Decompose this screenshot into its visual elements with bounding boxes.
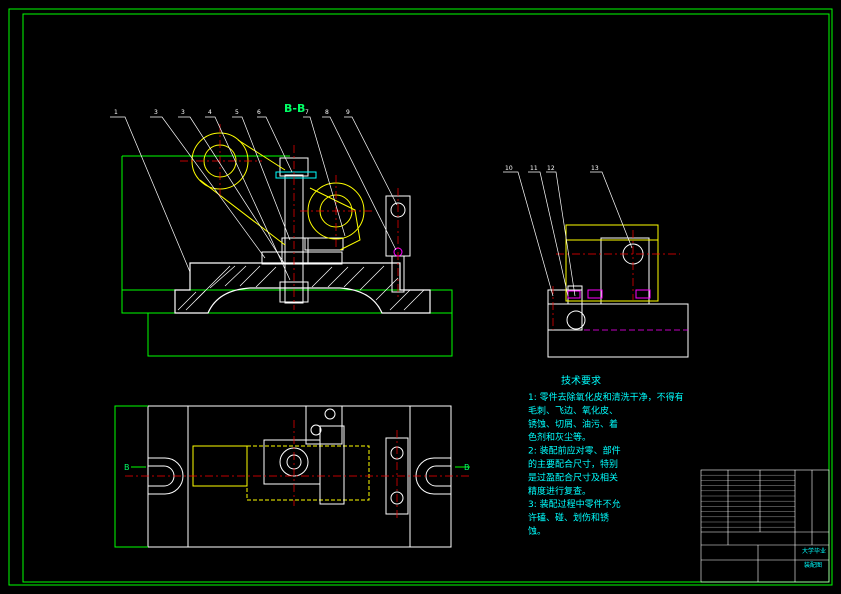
title-block-school: 大学毕业 — [802, 547, 826, 555]
part-number-label: 7 — [305, 109, 309, 116]
note-line: 1: 零件去除氧化皮和清洗干净，不得有 — [528, 391, 684, 403]
part-number-label: 3 — [154, 109, 158, 116]
note-line: 是过盈配合尺寸及相关 — [528, 471, 618, 483]
plan-yellow-block-2 — [246, 445, 370, 501]
part-number-label: 6 — [257, 109, 261, 116]
part-number-label: 3 — [181, 109, 185, 116]
side-view — [547, 224, 689, 358]
part-number-label: 9 — [346, 109, 350, 116]
part-numbers-right: 10 11 12 13 — [505, 165, 599, 172]
side-phantom-block — [565, 224, 659, 302]
boss — [261, 251, 343, 265]
part-number-label: 5 — [235, 109, 239, 116]
washer — [275, 171, 317, 179]
note-line: 精度进行复查。 — [528, 485, 591, 497]
plan-clamp-body-2 — [319, 425, 345, 505]
plan-bracket — [305, 405, 343, 445]
part-number-label: 13 — [591, 165, 599, 172]
plan-yellow-block — [192, 445, 248, 487]
part-numbers-left: 1 3 3 4 5 6 7 8 9 — [114, 109, 350, 116]
stud-sleeve — [281, 237, 309, 265]
drawing-frame — [8, 8, 833, 586]
u-slot-left — [148, 457, 184, 495]
part-number-label: 8 — [325, 109, 329, 116]
side-pad-1 — [587, 289, 603, 299]
note-line: 色剂和灰尘等。 — [528, 431, 591, 443]
press-plate — [304, 237, 344, 251]
base-plate-outline — [121, 156, 453, 357]
leader-lines-left — [110, 116, 398, 281]
notes-lines: 1: 零件去除氧化皮和清洗干净，不得有毛刺、飞边、氧化皮、锈蚀、切屑、油污、着色… — [528, 391, 684, 537]
note-line: 毛刺、飞边、氧化皮、 — [528, 404, 618, 416]
notes-heading: 技术要求 — [561, 374, 601, 387]
front-section-view — [121, 124, 453, 357]
note-line: 许磕、碰、划伤和锈 — [528, 512, 609, 524]
title-block-rows — [701, 475, 795, 528]
plan-green-edge-left — [114, 405, 148, 548]
stud — [284, 174, 304, 304]
view-arrow-right-label: B — [464, 463, 470, 472]
note-line: 蚀。 — [528, 525, 546, 537]
plan-outline — [147, 405, 452, 548]
part-number-label: 10 — [505, 165, 513, 172]
plan-view — [114, 405, 470, 548]
title-block-drawing-name: 装配图 — [804, 561, 822, 569]
part-number-label: 4 — [208, 109, 212, 116]
part-number-label: 1 — [114, 109, 118, 116]
workpiece-link — [199, 139, 361, 251]
side-bracket — [547, 289, 583, 331]
side-pad-3 — [567, 290, 581, 299]
note-line: 2: 装配前应对零、部件 — [528, 445, 621, 457]
note-line: 锈蚀、切屑、油污、着 — [528, 418, 618, 430]
title-block — [700, 469, 830, 583]
part-number-label: 11 — [530, 165, 538, 172]
outer-border — [8, 8, 833, 586]
note-line: 的主要配合尺寸，特别 — [528, 458, 618, 470]
plan-clamp-body — [263, 439, 321, 485]
view-arrow-left-label: B — [124, 463, 130, 472]
section-label: B-B — [284, 102, 305, 115]
side-pad-2 — [635, 289, 651, 299]
note-line: 3: 装配过程中零件不允 — [528, 498, 621, 510]
fixture-body — [174, 262, 431, 314]
side-upright — [600, 237, 650, 305]
part-number-label: 12 — [547, 165, 555, 172]
section-hatching — [177, 265, 425, 311]
inner-border — [22, 13, 830, 583]
side-roller — [566, 310, 586, 330]
leader-lines-right — [503, 171, 633, 297]
